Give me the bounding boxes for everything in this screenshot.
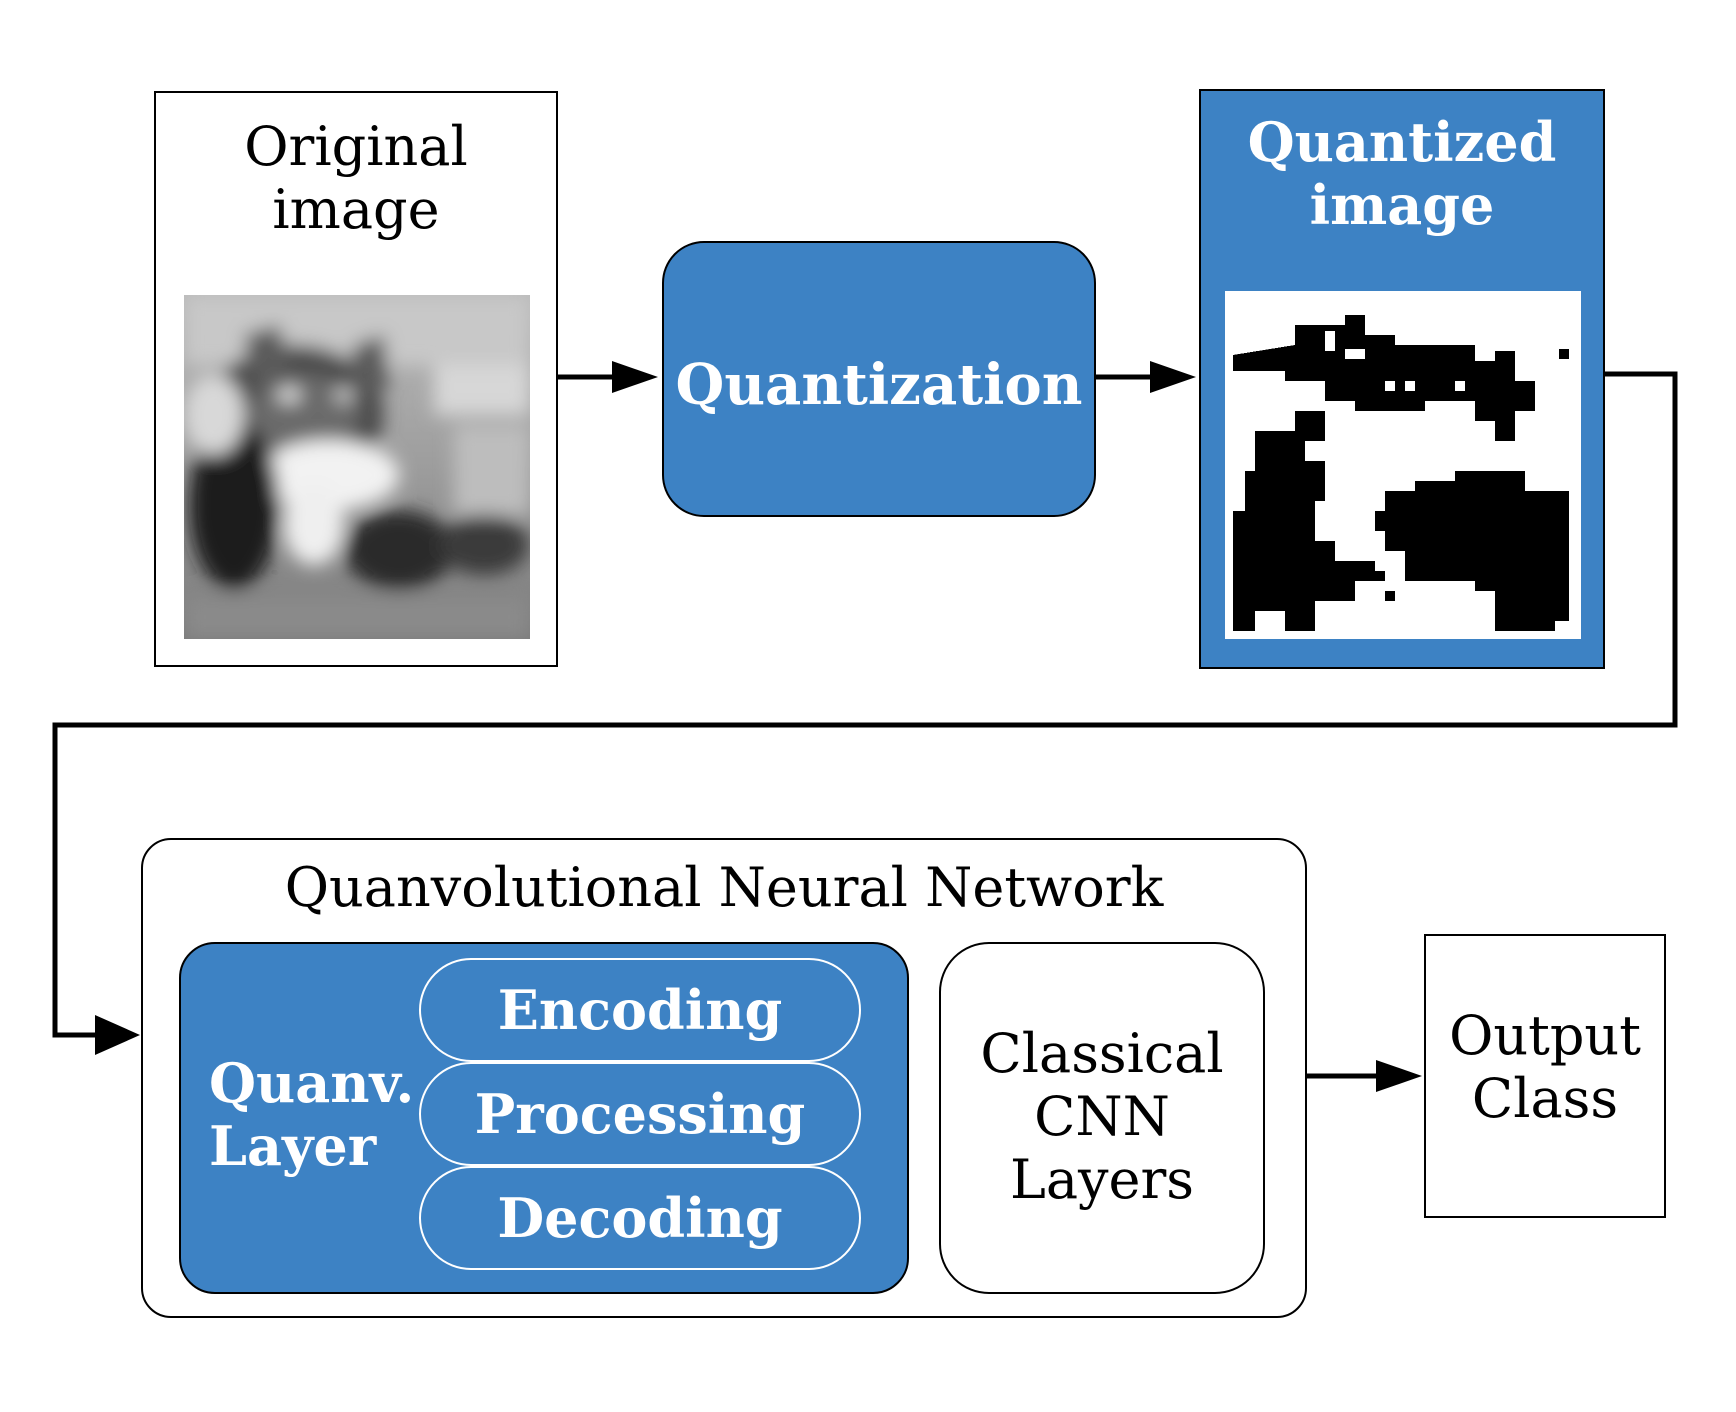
arrowhead-3 — [95, 1015, 140, 1055]
qnn-title: Quanvolutional Neural Network — [284, 856, 1164, 919]
processing-step: Processing — [419, 1062, 861, 1166]
classical-cnn-label: Classical CNN Layers — [980, 1022, 1224, 1212]
original-image-label: Original image — [244, 115, 468, 242]
arrowhead-1 — [612, 361, 658, 393]
quantized-image-thumbnail — [1225, 291, 1581, 639]
quantization-label: Quantization — [675, 352, 1083, 418]
grayscale-cat-photo-icon — [184, 295, 530, 639]
arrowhead-4 — [1376, 1060, 1422, 1092]
original-image-box: Original image — [154, 91, 558, 667]
quantized-image-label: Quantized image — [1247, 110, 1557, 238]
arrowhead-2 — [1150, 361, 1196, 393]
output-class-label: Output Class — [1449, 1004, 1641, 1131]
qnn-container: Quanvolutional Neural Network Quanv. Lay… — [141, 838, 1307, 1318]
quantization-box: Quantization — [662, 241, 1096, 517]
quantized-image-box: Quantized image — [1199, 89, 1605, 669]
output-class-box: Output Class — [1424, 934, 1666, 1218]
quanv-layer-label: Quanv. Layer — [209, 1051, 415, 1179]
encoding-step: Encoding — [419, 958, 861, 1062]
binary-cat-image-icon — [1233, 315, 1569, 631]
classical-cnn-box: Classical CNN Layers — [939, 942, 1265, 1294]
quanv-layer-box: Quanv. Layer Encoding Processing Decodin… — [179, 942, 909, 1294]
original-image-thumbnail — [184, 295, 530, 639]
decoding-step: Decoding — [419, 1166, 861, 1270]
